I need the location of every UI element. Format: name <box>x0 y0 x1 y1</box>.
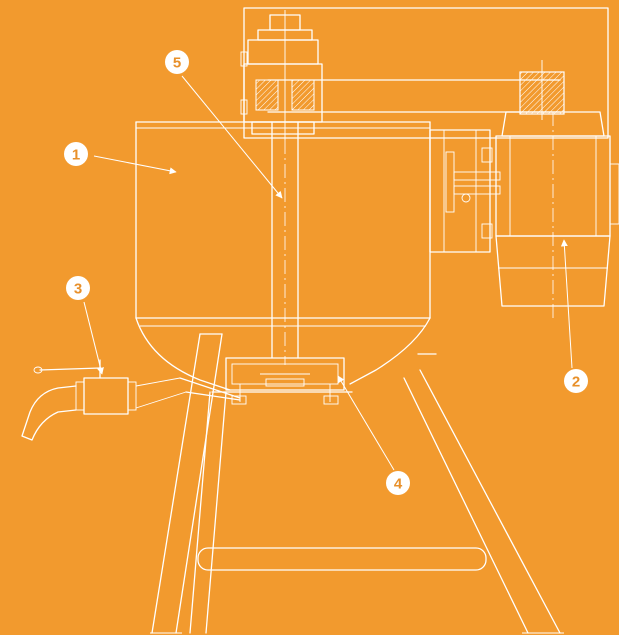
svg-text:5: 5 <box>173 55 181 72</box>
shaft-coupling <box>240 10 323 140</box>
leader-5 <box>181 75 283 199</box>
svg-text:1: 1 <box>72 147 80 164</box>
leader-lines <box>83 75 573 471</box>
callout-marker-4: 4 <box>386 471 410 495</box>
callout-marker-2: 2 <box>564 369 588 393</box>
leader-2 <box>560 239 573 369</box>
svg-text:2: 2 <box>572 374 580 391</box>
callout-marker-5: 5 <box>165 50 189 74</box>
leader-3 <box>83 301 104 375</box>
motor-pulley <box>519 60 565 120</box>
agitator-shaft <box>271 121 299 365</box>
callout-marker-3: 3 <box>66 276 90 300</box>
stand <box>150 333 564 634</box>
motor-bracket <box>429 129 501 253</box>
leader-4 <box>337 375 395 471</box>
svg-text:3: 3 <box>74 281 82 298</box>
impeller <box>225 357 345 405</box>
callout-marker-1: 1 <box>64 142 88 166</box>
motor <box>495 111 619 318</box>
leader-1 <box>93 155 177 175</box>
svg-text:4: 4 <box>394 476 403 493</box>
